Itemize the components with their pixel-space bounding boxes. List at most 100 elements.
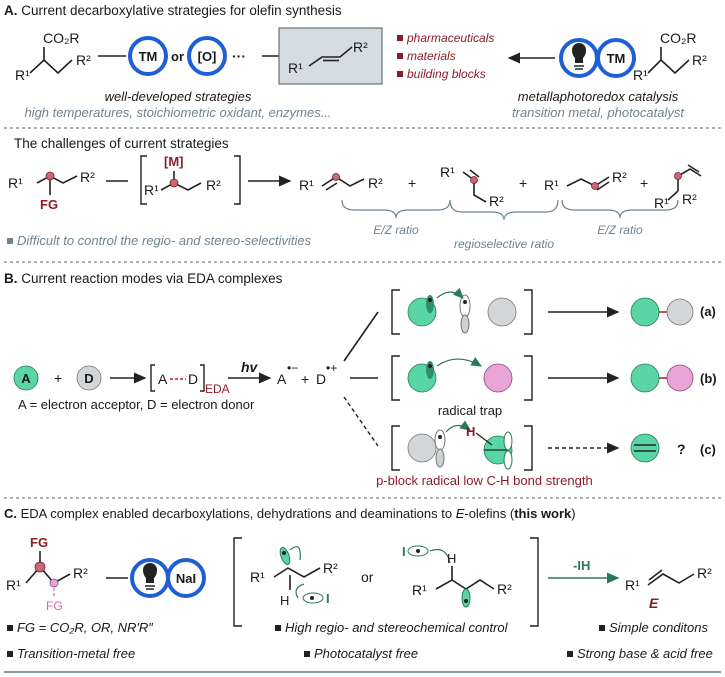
hv-label: hv <box>241 359 259 375</box>
application-item: pharmaceuticals <box>406 31 494 45</box>
p2-r1: R¹ <box>440 164 455 180</box>
mode-b-product <box>630 363 694 393</box>
c-r2: R² <box>73 565 88 581</box>
donor-label: D <box>84 371 93 386</box>
co2r-label-right: CO₂R <box>660 30 697 46</box>
r2-label-right: R² <box>692 52 707 68</box>
intermediate-1: R¹ R² H I <box>250 546 338 608</box>
brace-ez-right <box>561 199 679 219</box>
mode-a-scheme <box>391 287 533 335</box>
challenge-note: Difficult to control the regio- and ster… <box>17 233 312 248</box>
ratio-right: E/Z ratio <box>597 223 643 237</box>
eda-a: A <box>158 371 168 387</box>
oxidant-label: [O] <box>198 49 217 64</box>
application-item: materials <box>407 49 456 63</box>
p1-r1: R¹ <box>299 177 314 193</box>
intermediate-2: I H R¹ R² <box>402 544 512 608</box>
mode-c-product <box>630 433 660 463</box>
plus: + <box>408 175 416 191</box>
r2-label: R² <box>76 52 91 68</box>
e-r1: R¹ <box>625 577 640 593</box>
product-e-isomer: R¹ R² <box>299 173 383 193</box>
brace-ez-left <box>341 199 451 219</box>
i1-r1: R¹ <box>250 569 265 585</box>
radical-trap-label: radical trap <box>438 403 502 418</box>
photo-nai-icon <box>130 558 206 598</box>
right-caption: metallaphotoredox catalysis <box>518 89 679 104</box>
feature-item: High regio- and stereochemical control <box>285 620 509 635</box>
oxidant-circle <box>187 36 227 76</box>
ratio-mid: regioselective ratio <box>454 237 554 251</box>
co2r-label: CO₂R <box>43 30 80 46</box>
metal-label: [M] <box>164 154 184 169</box>
plus: + <box>54 370 62 386</box>
product-z-isomer: R¹ R² <box>440 164 504 209</box>
left-caption: well-developed strategies <box>105 89 252 104</box>
r1-label-right: R¹ <box>633 67 648 83</box>
p2-r2: R² <box>489 193 504 209</box>
e-r2: R² <box>697 565 712 581</box>
challenge-r2: R² <box>80 169 95 185</box>
eda-legend: A = electron acceptor, D = electron dono… <box>18 397 255 412</box>
brace-regio <box>449 199 559 221</box>
plus: + <box>301 371 309 387</box>
right-acid-structure: CO₂R R¹ R² <box>633 30 707 83</box>
mode-c-scheme: H <box>391 420 533 471</box>
nai-label: NaI <box>176 571 196 586</box>
product-r1: R¹ <box>288 60 303 76</box>
p3-r1: R¹ <box>544 177 559 193</box>
donor-circle <box>76 365 102 391</box>
eda-subscript: EDA <box>205 382 230 396</box>
acceptor-label: A <box>21 371 31 386</box>
acceptor-circle <box>13 365 39 391</box>
feature-item: Transition-metal free <box>17 646 135 661</box>
bracket-left <box>233 537 242 627</box>
c-r1: R¹ <box>6 577 21 593</box>
section-c-heading: C. EDA complex enabled decarboxylations,… <box>4 506 576 521</box>
product-terminal-isomer: R¹ R² <box>654 164 702 211</box>
radical-acceptor: A <box>277 371 287 387</box>
feature-item: Strong base & acid free <box>577 646 713 661</box>
fg-bottom: FG <box>46 599 63 613</box>
bracket-right <box>530 537 539 627</box>
e-label: E <box>649 595 659 611</box>
or-label-c: or <box>361 569 374 585</box>
ih-label: -IH <box>573 558 590 573</box>
low-ch-label: low C-H bond strength <box>463 473 592 488</box>
product-r2: R² <box>353 39 368 55</box>
section-a-heading: A. Current decarboxylative strategies fo… <box>4 3 342 18</box>
mode-a-product <box>630 297 694 327</box>
features-list: FG = CO₂R, OR, NR′R″ High regio- and ste… <box>7 620 713 661</box>
application-item: building blocks <box>407 67 486 81</box>
mode-c-label: (c) <box>700 442 716 457</box>
plus: + <box>519 175 527 191</box>
p-block-label: p-block radical <box>376 473 460 488</box>
branch-c <box>343 396 379 447</box>
feature-item: Photocatalyst free <box>314 646 418 661</box>
radical-donor-charge: •+ <box>326 361 337 375</box>
i1-h: H <box>280 593 289 608</box>
olefin-product-box <box>278 27 383 85</box>
olefin-product: R¹ R² <box>288 39 368 76</box>
question-mark: ? <box>677 441 686 457</box>
radical-acceptor-charge: •− <box>287 361 298 375</box>
mode-a-label: (a) <box>700 304 716 319</box>
left-acid-structure: CO₂R R¹ R² <box>15 30 91 83</box>
i2-h: H <box>447 551 456 566</box>
fg-top: FG <box>30 535 48 550</box>
photocatalyst-icon <box>559 38 599 78</box>
i2-r2: R² <box>497 581 512 597</box>
intermediate-r1: R¹ <box>144 182 159 198</box>
section-b-heading: B. Current reaction modes via EDA comple… <box>4 271 283 286</box>
i2-iodine: I <box>402 544 406 559</box>
r1-label: R¹ <box>15 67 30 83</box>
i1-r2: R² <box>323 560 338 576</box>
tm-circle <box>128 36 168 76</box>
fg-label: FG <box>40 197 58 212</box>
challenge-r1: R¹ <box>8 175 23 191</box>
radical-donor: D <box>316 371 326 387</box>
right-subcaption: transition metal, photocatalyst <box>512 105 685 120</box>
metal-intermediate: [M] R¹ R² <box>140 154 241 205</box>
tm-circle-right <box>596 38 636 78</box>
feature-item: FG = CO₂R, OR, NR′R″ <box>17 620 153 635</box>
